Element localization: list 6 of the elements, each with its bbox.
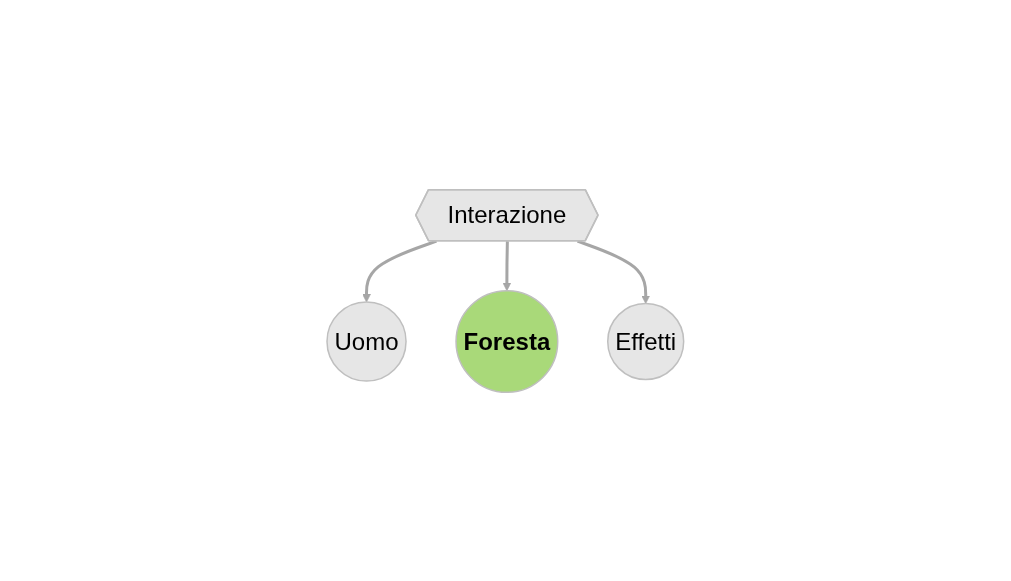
arrow — [362, 239, 438, 302]
node-circle: Foresta — [455, 289, 559, 393]
arrow — [502, 240, 512, 291]
node-circle: Uomo — [326, 300, 407, 382]
arrow — [577, 239, 651, 304]
node-circle: Effetti — [607, 302, 685, 380]
